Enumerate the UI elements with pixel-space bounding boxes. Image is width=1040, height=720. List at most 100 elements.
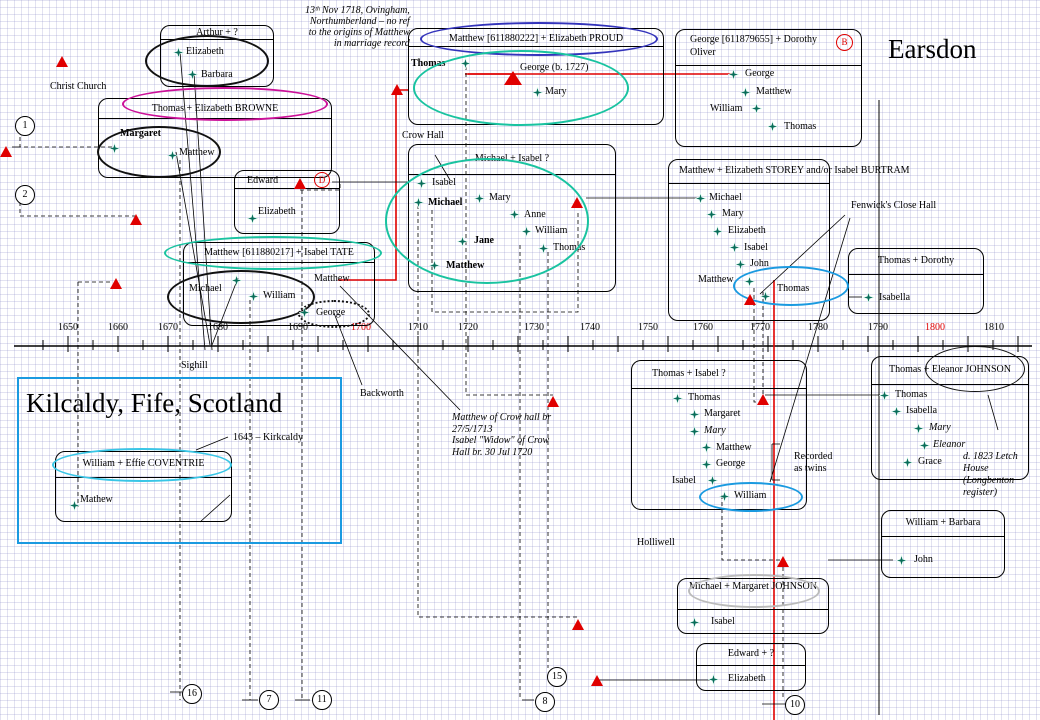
- person-name: Isabel: [711, 616, 735, 627]
- note-line: Matthew of Crow hall br: [452, 412, 552, 423]
- twins-note: Recorded as twins: [794, 451, 833, 474]
- star-marker-icon: [896, 555, 907, 566]
- person-name: Matthew: [314, 273, 350, 284]
- red-triangle-icon: [294, 178, 306, 189]
- star-marker-icon: [672, 393, 683, 404]
- place-label: Holliwell: [637, 537, 675, 548]
- person-name: William: [710, 103, 743, 114]
- person-name: Isabella: [879, 292, 911, 303]
- person-name: Elizabeth: [728, 673, 766, 684]
- star-marker-icon: [891, 406, 902, 417]
- axis-tick-label: 1760: [693, 322, 713, 333]
- star-marker-icon: [538, 243, 549, 254]
- family-title: Thomas + Isabel ?: [632, 361, 806, 389]
- star-marker-icon: [460, 58, 471, 69]
- axis-tick-label: 1780: [808, 322, 828, 333]
- star-marker-icon: [767, 121, 778, 132]
- red-triangle-icon: [591, 675, 603, 686]
- star-marker-icon: [167, 150, 178, 161]
- person-name: Elizabeth: [258, 206, 296, 217]
- red-triangle-icon: [547, 396, 559, 407]
- person-name: Matthew: [716, 442, 752, 453]
- star-marker-icon: [902, 457, 913, 468]
- star-marker-icon: [751, 103, 762, 114]
- family-title: George [611879655] + Dorothy Oliver: [676, 30, 861, 66]
- kilcaldy-title: Kilcaldy, Fife, Scotland: [26, 388, 283, 418]
- red-triangle-icon: [744, 294, 756, 305]
- star-marker-icon: [413, 197, 424, 208]
- star-marker-icon: [457, 236, 468, 247]
- person-name: Mary: [929, 422, 951, 433]
- highlight-ellipse-george: [298, 300, 370, 328]
- place-label: Christ Church: [50, 81, 107, 92]
- person-name: Isabel: [744, 242, 768, 253]
- star-marker-icon: [701, 442, 712, 453]
- highlight-ellipse-thomas-george: [413, 50, 629, 126]
- person-name: Mary: [722, 208, 744, 219]
- death-note: d. 1823 Letch House (Longbenton register…: [963, 451, 1018, 498]
- highlight-ellipse-michael-isabel: [385, 158, 589, 284]
- red-triangle-icon: [777, 556, 789, 567]
- place-label: Sighill: [181, 360, 208, 371]
- person-name: Michael: [709, 192, 742, 203]
- star-marker-icon: [521, 226, 532, 237]
- badge-b: B: [836, 34, 853, 51]
- star-marker-icon: [695, 193, 706, 204]
- star-marker-icon: [744, 276, 755, 287]
- person-name: Thomas: [411, 58, 446, 69]
- highlight-ellipse-michael-johnson: [688, 574, 820, 608]
- axis-tick-label: 1690: [288, 322, 308, 333]
- note-line: Isabel "Widow" of Crow: [452, 435, 550, 446]
- star-marker-icon: [740, 87, 751, 98]
- circled-number: 7: [259, 690, 279, 710]
- person-name: Eleanor: [933, 439, 966, 450]
- person-name: Margaret: [704, 408, 741, 419]
- circled-number: 1: [15, 116, 35, 136]
- person-name: Matthew: [698, 274, 734, 285]
- star-marker-icon: [735, 259, 746, 270]
- star-marker-icon: [913, 423, 924, 434]
- highlight-ellipse-margaret: [97, 126, 221, 178]
- highlight-ellipse-thomas: [733, 266, 849, 306]
- star-marker-icon: [247, 213, 258, 224]
- red-triangle-icon: [572, 619, 584, 630]
- star-marker-icon: [474, 193, 485, 204]
- ovingham-note: 13ᵗʰ Nov 1718, Ovingham, Northumberland …: [305, 5, 410, 49]
- star-marker-icon: [728, 69, 739, 80]
- star-marker-icon: [689, 426, 700, 437]
- red-triangle-icon: [571, 197, 583, 208]
- family-box-george-oliver: George [611879655] + Dorothy Oliver: [675, 29, 862, 147]
- kilcaldy-region: [17, 377, 342, 544]
- family-box-edward-q: Edward + ?: [696, 643, 806, 691]
- axis-tick-label: 1730: [524, 322, 544, 333]
- star-marker-icon: [879, 390, 890, 401]
- star-marker-icon: [689, 409, 700, 420]
- note-line: 27/5/1713: [452, 423, 493, 435]
- note-line: Hall br. 30 Jul 1720: [452, 446, 533, 458]
- axis-tick-label: 1720: [458, 322, 478, 333]
- axis-tick-label: 1810: [984, 322, 1004, 333]
- star-marker-icon: [109, 143, 120, 154]
- circled-number: 8: [535, 692, 555, 712]
- star-marker-icon: [429, 260, 440, 271]
- highlight-ellipse-johnson: [925, 346, 1025, 392]
- star-marker-icon: [760, 291, 771, 302]
- axis-tick-label: 1680: [208, 322, 228, 333]
- person-name: Elizabeth: [728, 225, 766, 236]
- family-title: Edward + ?: [697, 644, 805, 666]
- star-marker-icon: [231, 275, 242, 286]
- note-line: to the origins of Matthew: [308, 27, 410, 38]
- badge-d: D: [314, 172, 330, 188]
- person-name: Mathew: [80, 494, 113, 505]
- place-label: Backworth: [360, 388, 404, 399]
- highlight-ellipse-tate: [164, 236, 382, 270]
- axis-tick-label-highlight: 1800: [925, 322, 945, 333]
- axis-tick-label: 1710: [408, 322, 428, 333]
- earsdon-title: Earsdon: [888, 34, 977, 64]
- person-name: Isabella: [906, 405, 938, 416]
- person-name: John: [914, 554, 933, 565]
- axis-tick-label-highlight: 1700: [351, 322, 371, 333]
- highlight-ellipse-michael-william: [167, 270, 315, 324]
- red-triangle-icon: [504, 71, 522, 85]
- note-line: in marriage record: [333, 38, 410, 49]
